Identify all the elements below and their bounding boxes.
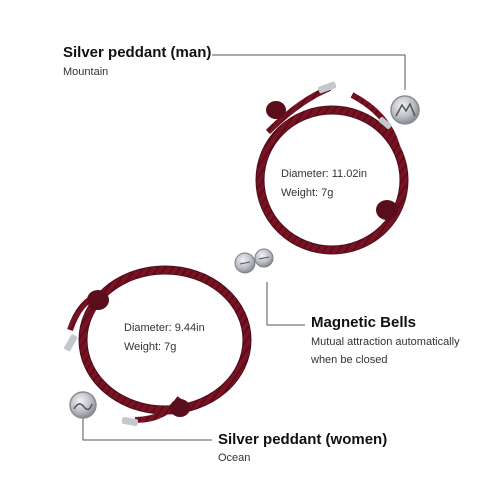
cord-knot: [376, 200, 398, 220]
cord-knot: [266, 101, 286, 119]
end-cap: [121, 416, 139, 427]
women-pendant-subtitle: Ocean: [218, 452, 251, 464]
women-pendant-title: Silver peddant (women): [218, 431, 388, 448]
cord-knot: [87, 290, 109, 310]
top-weight: Weight: 7g: [281, 187, 334, 199]
cord-knot: [170, 399, 190, 417]
bottom-weight: Weight: 7g: [124, 341, 177, 353]
magnetic-bells-line2: when be closed: [311, 354, 388, 366]
magnetic-bells-icon: [234, 248, 274, 274]
magnetic-bells-line1: Mutual attraction automatically: [311, 336, 460, 348]
end-cap: [318, 81, 337, 94]
magnetic-bells-title: Magnetic Bells: [311, 314, 417, 331]
end-cap: [64, 334, 78, 352]
bracelet-bottom: [64, 265, 252, 427]
man-pendant-subtitle: Mountain: [63, 66, 109, 78]
man-pendant-title: Silver peddant (man): [63, 44, 212, 61]
bracelet-top: [255, 81, 420, 255]
top-diameter: Diameter: 11.02in: [281, 168, 368, 180]
bottom-diameter: Diameter: 9.44in: [124, 322, 205, 334]
